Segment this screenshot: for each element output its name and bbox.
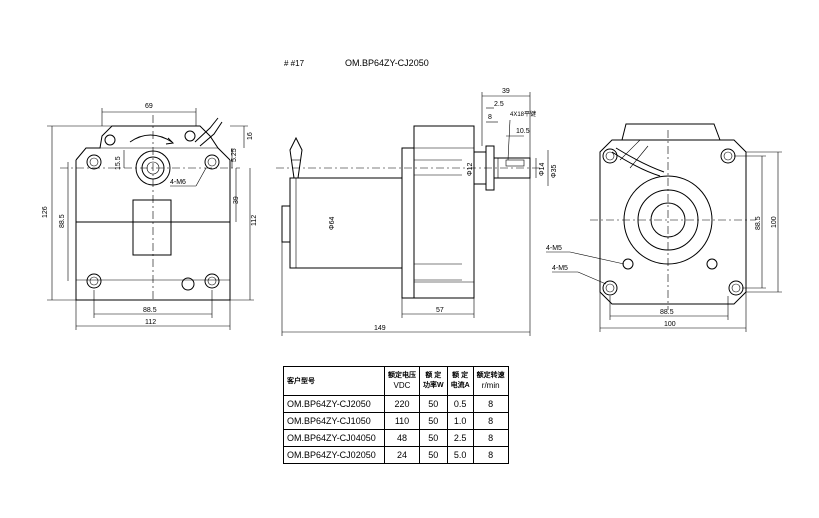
dim-rear-bottom-885: 88.5 bbox=[660, 309, 674, 316]
header-power: 额 定 功率W bbox=[419, 366, 448, 396]
front-view: 69 126 88.5 16 5.25 39 112 15.5 4-M6 88.… bbox=[42, 103, 258, 330]
dim-right-16: 16 bbox=[247, 132, 254, 140]
cell-voltage: 24 bbox=[384, 446, 420, 464]
dim-rear-bottom-100: 100 bbox=[664, 321, 676, 328]
dim-height-total: 126 bbox=[42, 206, 49, 218]
dim-side-top-25: 2.5 bbox=[494, 101, 504, 108]
drawing-model-title: OM.BP64ZY-CJ2050 bbox=[345, 58, 429, 68]
dim-side-bottom-57: 57 bbox=[436, 307, 444, 314]
dim-key-label: 4X18平键 bbox=[510, 110, 536, 118]
header-voltage-top: 额定电压 bbox=[388, 372, 416, 379]
table-row: OM.BP64ZY-CJ1050 110 50 1.0 8 bbox=[283, 412, 509, 430]
header-current-unit: 电流A bbox=[450, 382, 470, 389]
header-model: 客户型号 bbox=[283, 366, 385, 396]
table-row: OM.BP64ZY-CJ2050 220 50 0.5 8 bbox=[283, 395, 509, 413]
header-model-label: 客户型号 bbox=[287, 377, 315, 385]
header-voltage: 额定电压 VDC bbox=[384, 366, 420, 396]
dim-dia-35: Φ35 bbox=[551, 165, 558, 178]
header-voltage-unit: VDC bbox=[393, 381, 411, 390]
dim-right-39: 39 bbox=[233, 196, 240, 204]
cell-speed: 8 bbox=[472, 395, 509, 413]
dim-rear-right-885: 88.5 bbox=[755, 216, 762, 230]
cell-power: 50 bbox=[419, 446, 448, 464]
cell-current: 1.0 bbox=[446, 412, 474, 430]
header-power-unit: 功率W bbox=[423, 382, 444, 389]
cell-voltage: 48 bbox=[384, 429, 420, 447]
cell-speed: 8 bbox=[472, 412, 509, 430]
table-row: OM.BP64ZY-CJ02050 24 50 5.0 8 bbox=[283, 446, 509, 464]
dim-side-top-39: 39 bbox=[502, 88, 510, 95]
cell-speed: 8 bbox=[472, 446, 509, 464]
rear-view: 4-M5 4-M5 88.5 100 88.5 100 bbox=[546, 123, 782, 332]
dim-dia-64: Φ64 bbox=[329, 217, 336, 230]
rear-hole-label-1: 4-M5 bbox=[546, 245, 562, 252]
side-view: 39 2.5 8 4X18平键 10.5 Φ12 Φ14 Φ35 Φ64 57 … bbox=[276, 88, 558, 336]
dim-rear-right-100: 100 bbox=[771, 216, 778, 228]
dim-offset-155: 15.5 bbox=[115, 156, 122, 170]
cell-model: OM.BP64ZY-CJ1050 bbox=[283, 412, 385, 430]
cell-model: OM.BP64ZY-CJ04050 bbox=[283, 429, 385, 447]
dim-side-bottom-149: 149 bbox=[374, 325, 386, 332]
cell-power: 50 bbox=[419, 412, 448, 430]
spec-table: 客户型号 额定电压 VDC 额 定 功率W 额 定 电流A 额定转速 r/min… bbox=[283, 366, 509, 464]
cell-power: 50 bbox=[419, 395, 448, 413]
header-speed-unit: r/min bbox=[481, 381, 500, 390]
dim-key-8: 8 bbox=[488, 114, 492, 121]
cell-current: 2.5 bbox=[446, 429, 474, 447]
cell-current: 0.5 bbox=[446, 395, 474, 413]
cell-model: OM.BP64ZY-CJ02050 bbox=[283, 446, 385, 464]
header-speed-top: 额定转速 bbox=[476, 372, 505, 379]
dim-bottom-885: 88.5 bbox=[143, 307, 157, 314]
dim-bottom-112: 112 bbox=[145, 319, 156, 326]
header-power-top: 额 定 bbox=[425, 372, 442, 379]
dim-shaft-105: 10.5 bbox=[516, 128, 530, 135]
cell-model: OM.BP64ZY-CJ2050 bbox=[283, 395, 385, 413]
cell-voltage: 220 bbox=[384, 395, 420, 413]
dim-right-525: 5.25 bbox=[231, 148, 238, 162]
rear-hole-label-2: 4-M5 bbox=[552, 265, 568, 272]
header-speed: 额定转速 r/min bbox=[472, 366, 509, 396]
dim-dia-12: Φ12 bbox=[467, 163, 474, 176]
dim-right-112: 112 bbox=[251, 215, 258, 226]
header-current-top: 额 定 bbox=[452, 372, 469, 379]
cell-voltage: 110 bbox=[384, 412, 420, 430]
front-hole-label: 4-M6 bbox=[170, 179, 186, 186]
drawing-code: # #17 bbox=[284, 59, 305, 68]
header-current: 额 定 电流A bbox=[446, 366, 474, 396]
dim-height-mid: 88.5 bbox=[59, 214, 66, 228]
dim-dia-14: Φ14 bbox=[539, 163, 546, 176]
spec-table-header: 客户型号 额定电压 VDC 额 定 功率W 额 定 电流A 额定转速 r/min bbox=[283, 366, 509, 396]
cell-current: 5.0 bbox=[446, 446, 474, 464]
table-row: OM.BP64ZY-CJ04050 48 50 2.5 8 bbox=[283, 429, 509, 447]
cell-power: 50 bbox=[419, 429, 448, 447]
dim-top-width: 69 bbox=[145, 103, 153, 110]
cell-speed: 8 bbox=[472, 429, 509, 447]
